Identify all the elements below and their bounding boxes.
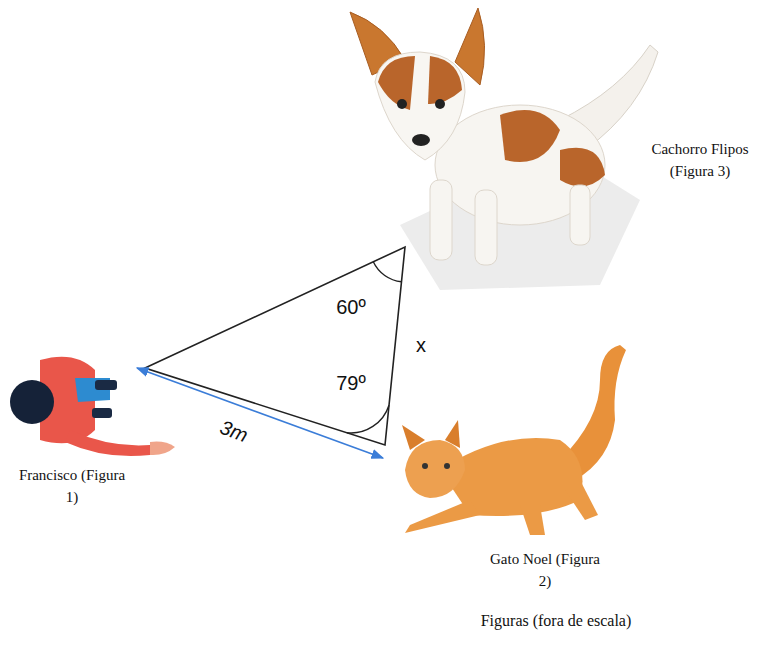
person-picture: [10, 357, 175, 456]
figure-label: Francisco (Figura 1): [12, 464, 132, 508]
dimension-label: 3m: [211, 414, 256, 448]
dimension-arrow: [137, 368, 383, 458]
figure-label: Gato Noel (Figura 2): [485, 548, 605, 592]
angle-value: 79º: [327, 372, 375, 394]
triangle: [145, 247, 405, 445]
cat-picture: [402, 345, 626, 535]
angle-arc: [347, 405, 389, 433]
figure-label: Cachorro Flipos (Figura 3): [640, 138, 760, 182]
angle-value: 60º: [327, 296, 375, 318]
figure-caption: Figuras (fora de escala): [436, 610, 676, 632]
angle-arc: [373, 262, 401, 282]
side-name: x: [411, 334, 431, 356]
dog-picture: [350, 8, 658, 290]
